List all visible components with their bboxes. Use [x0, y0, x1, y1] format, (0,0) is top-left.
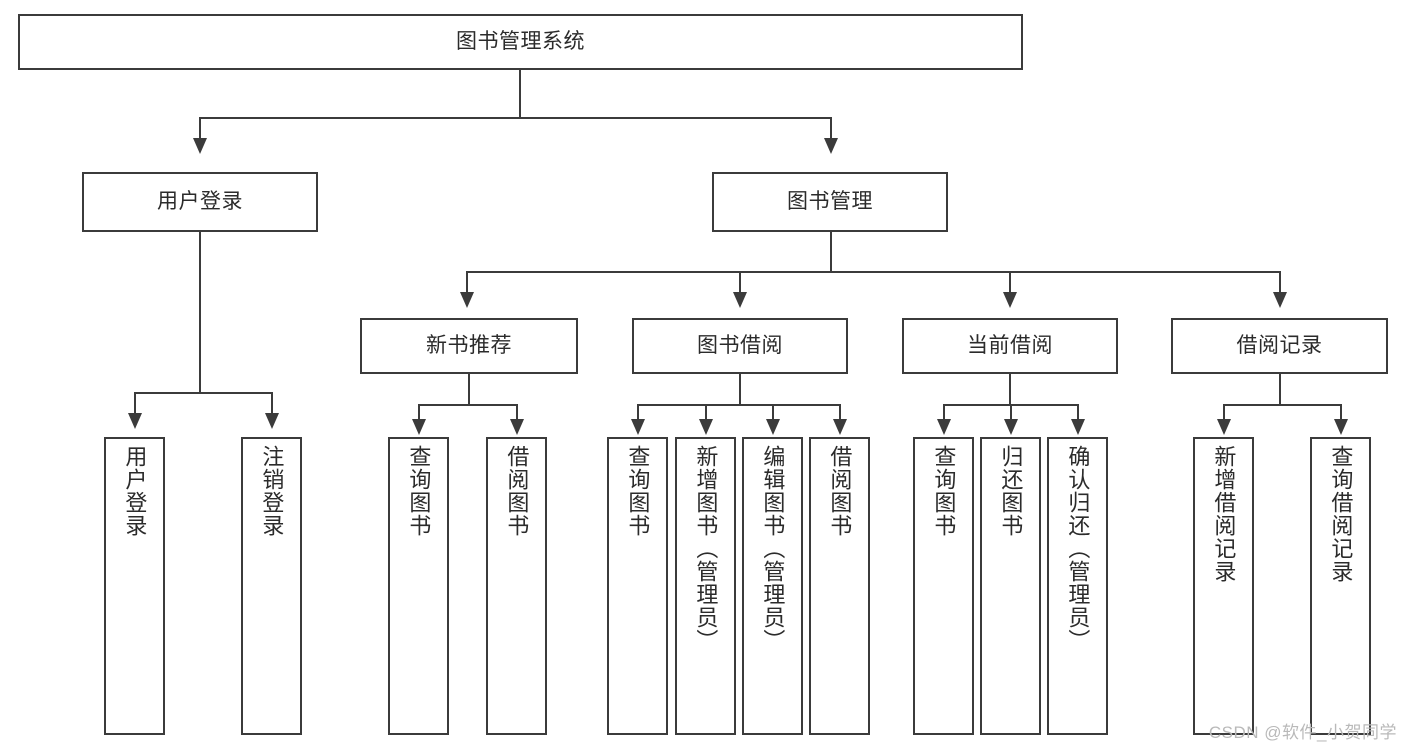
arrow-cb-to-leaf-2 [1004, 419, 1018, 435]
node-label: 确认归还（管理员） [1065, 445, 1091, 652]
node-label: 借阅图书 [827, 445, 853, 537]
node-label: 新书推荐 [426, 333, 512, 357]
node-leaf-borrow-book-1[interactable]: 借阅图书 [486, 437, 547, 735]
node-label: 用户登录 [157, 189, 243, 213]
arrow-br-to-leaf-2 [1334, 419, 1348, 435]
node-leaf-edit-book[interactable]: 编辑图书（管理员） [742, 437, 803, 735]
arrow-bb-to-leaf-3 [766, 419, 780, 435]
arrow-root-to-user-login [193, 138, 207, 154]
node-label: 用户登录 [122, 445, 148, 537]
connector-bb-to-leaf-4 [839, 404, 841, 420]
connector-bb-to-leaf-2 [705, 404, 707, 420]
arrow-bb-to-leaf-4 [833, 419, 847, 435]
connector-user-login-to-leaf-2 [271, 392, 273, 416]
node-user-login[interactable]: 用户登录 [82, 172, 318, 232]
connector-bb-to-leaf-1 [637, 404, 639, 420]
connector-new-book-bar [418, 404, 518, 406]
arrow-bm-to-borrow-record [1273, 292, 1287, 308]
node-label: 查询图书 [625, 445, 651, 537]
node-label: 借阅图书 [504, 445, 530, 537]
node-label: 新增借阅记录 [1211, 445, 1237, 583]
node-label: 新增图书（管理员） [693, 445, 719, 652]
node-leaf-borrow-book-2[interactable]: 借阅图书 [809, 437, 870, 735]
node-label: 当前借阅 [967, 333, 1053, 357]
node-current-borrow[interactable]: 当前借阅 [902, 318, 1118, 374]
node-book-management[interactable]: 图书管理 [712, 172, 948, 232]
node-label: 图书管理系统 [456, 29, 585, 53]
connector-bm-to-book-borrow [739, 271, 741, 293]
connector-book-management-stem [830, 232, 832, 272]
connector-root-bar [199, 117, 832, 119]
connector-root-to-user-login [199, 117, 201, 141]
connector-borrow-record-stem [1279, 374, 1281, 405]
node-book-borrow[interactable]: 图书借阅 [632, 318, 848, 374]
arrow-nb-to-leaf-1 [412, 419, 426, 435]
connector-bm-to-new-book [466, 271, 468, 293]
node-borrow-record[interactable]: 借阅记录 [1171, 318, 1388, 374]
connector-book-borrow-bar [637, 404, 841, 406]
arrow-br-to-leaf-1 [1217, 419, 1231, 435]
node-label: 编辑图书（管理员） [760, 445, 786, 652]
arrow-bm-to-current-borrow [1003, 292, 1017, 308]
node-leaf-return-book[interactable]: 归还图书 [980, 437, 1041, 735]
connector-bm-to-current-borrow [1009, 271, 1011, 293]
connector-user-login-bar [134, 392, 272, 394]
node-label: 注销登录 [259, 445, 285, 537]
node-leaf-query-book-1[interactable]: 查询图书 [388, 437, 449, 735]
node-new-book-recommend[interactable]: 新书推荐 [360, 318, 578, 374]
connector-br-to-leaf-1 [1223, 404, 1225, 420]
arrow-bm-to-book-borrow [733, 292, 747, 308]
connector-user-login-stem [199, 232, 201, 393]
connector-borrow-record-bar [1223, 404, 1341, 406]
connector-new-book-stem [468, 374, 470, 405]
node-leaf-query-book-3[interactable]: 查询图书 [913, 437, 974, 735]
connector-book-borrow-stem [739, 374, 741, 405]
node-label: 图书管理 [787, 189, 873, 213]
connector-book-management-bar [466, 271, 1280, 273]
arrow-root-to-book-management [824, 138, 838, 154]
arrow-bb-to-leaf-1 [631, 419, 645, 435]
connector-nb-to-leaf-2 [516, 404, 518, 420]
arrow-cb-to-leaf-3 [1071, 419, 1085, 435]
connector-bm-to-borrow-record [1279, 271, 1281, 293]
arrow-nb-to-leaf-2 [510, 419, 524, 435]
arrow-bm-to-new-book [460, 292, 474, 308]
node-leaf-user-login[interactable]: 用户登录 [104, 437, 165, 735]
connector-cb-to-leaf-1 [943, 404, 945, 420]
connector-nb-to-leaf-1 [418, 404, 420, 420]
connector-bb-to-leaf-3 [772, 404, 774, 420]
node-label: 查询借阅记录 [1328, 445, 1354, 583]
connector-root-stem [519, 70, 521, 118]
connector-root-to-book-management [830, 117, 832, 141]
arrow-user-login-to-leaf-1 [128, 413, 142, 429]
connector-current-borrow-stem [1009, 374, 1011, 405]
node-root-system[interactable]: 图书管理系统 [18, 14, 1023, 70]
arrow-bb-to-leaf-2 [699, 419, 713, 435]
connector-cb-to-leaf-2 [1010, 404, 1012, 420]
arrow-user-login-to-leaf-2 [265, 413, 279, 429]
node-label: 查询图书 [931, 445, 957, 537]
node-label: 查询图书 [406, 445, 432, 537]
connector-br-to-leaf-2 [1340, 404, 1342, 420]
node-leaf-query-book-2[interactable]: 查询图书 [607, 437, 668, 735]
node-label: 归还图书 [998, 445, 1024, 537]
arrow-cb-to-leaf-1 [937, 419, 951, 435]
node-label: 图书借阅 [697, 333, 783, 357]
connector-cb-to-leaf-3 [1077, 404, 1079, 420]
node-leaf-query-record[interactable]: 查询借阅记录 [1310, 437, 1371, 735]
connector-user-login-to-leaf-1 [134, 392, 136, 416]
node-leaf-confirm-return[interactable]: 确认归还（管理员） [1047, 437, 1108, 735]
node-leaf-logout-login[interactable]: 注销登录 [241, 437, 302, 735]
node-label: 借阅记录 [1236, 333, 1323, 357]
node-leaf-add-book[interactable]: 新增图书（管理员） [675, 437, 736, 735]
node-leaf-add-record[interactable]: 新增借阅记录 [1193, 437, 1254, 735]
